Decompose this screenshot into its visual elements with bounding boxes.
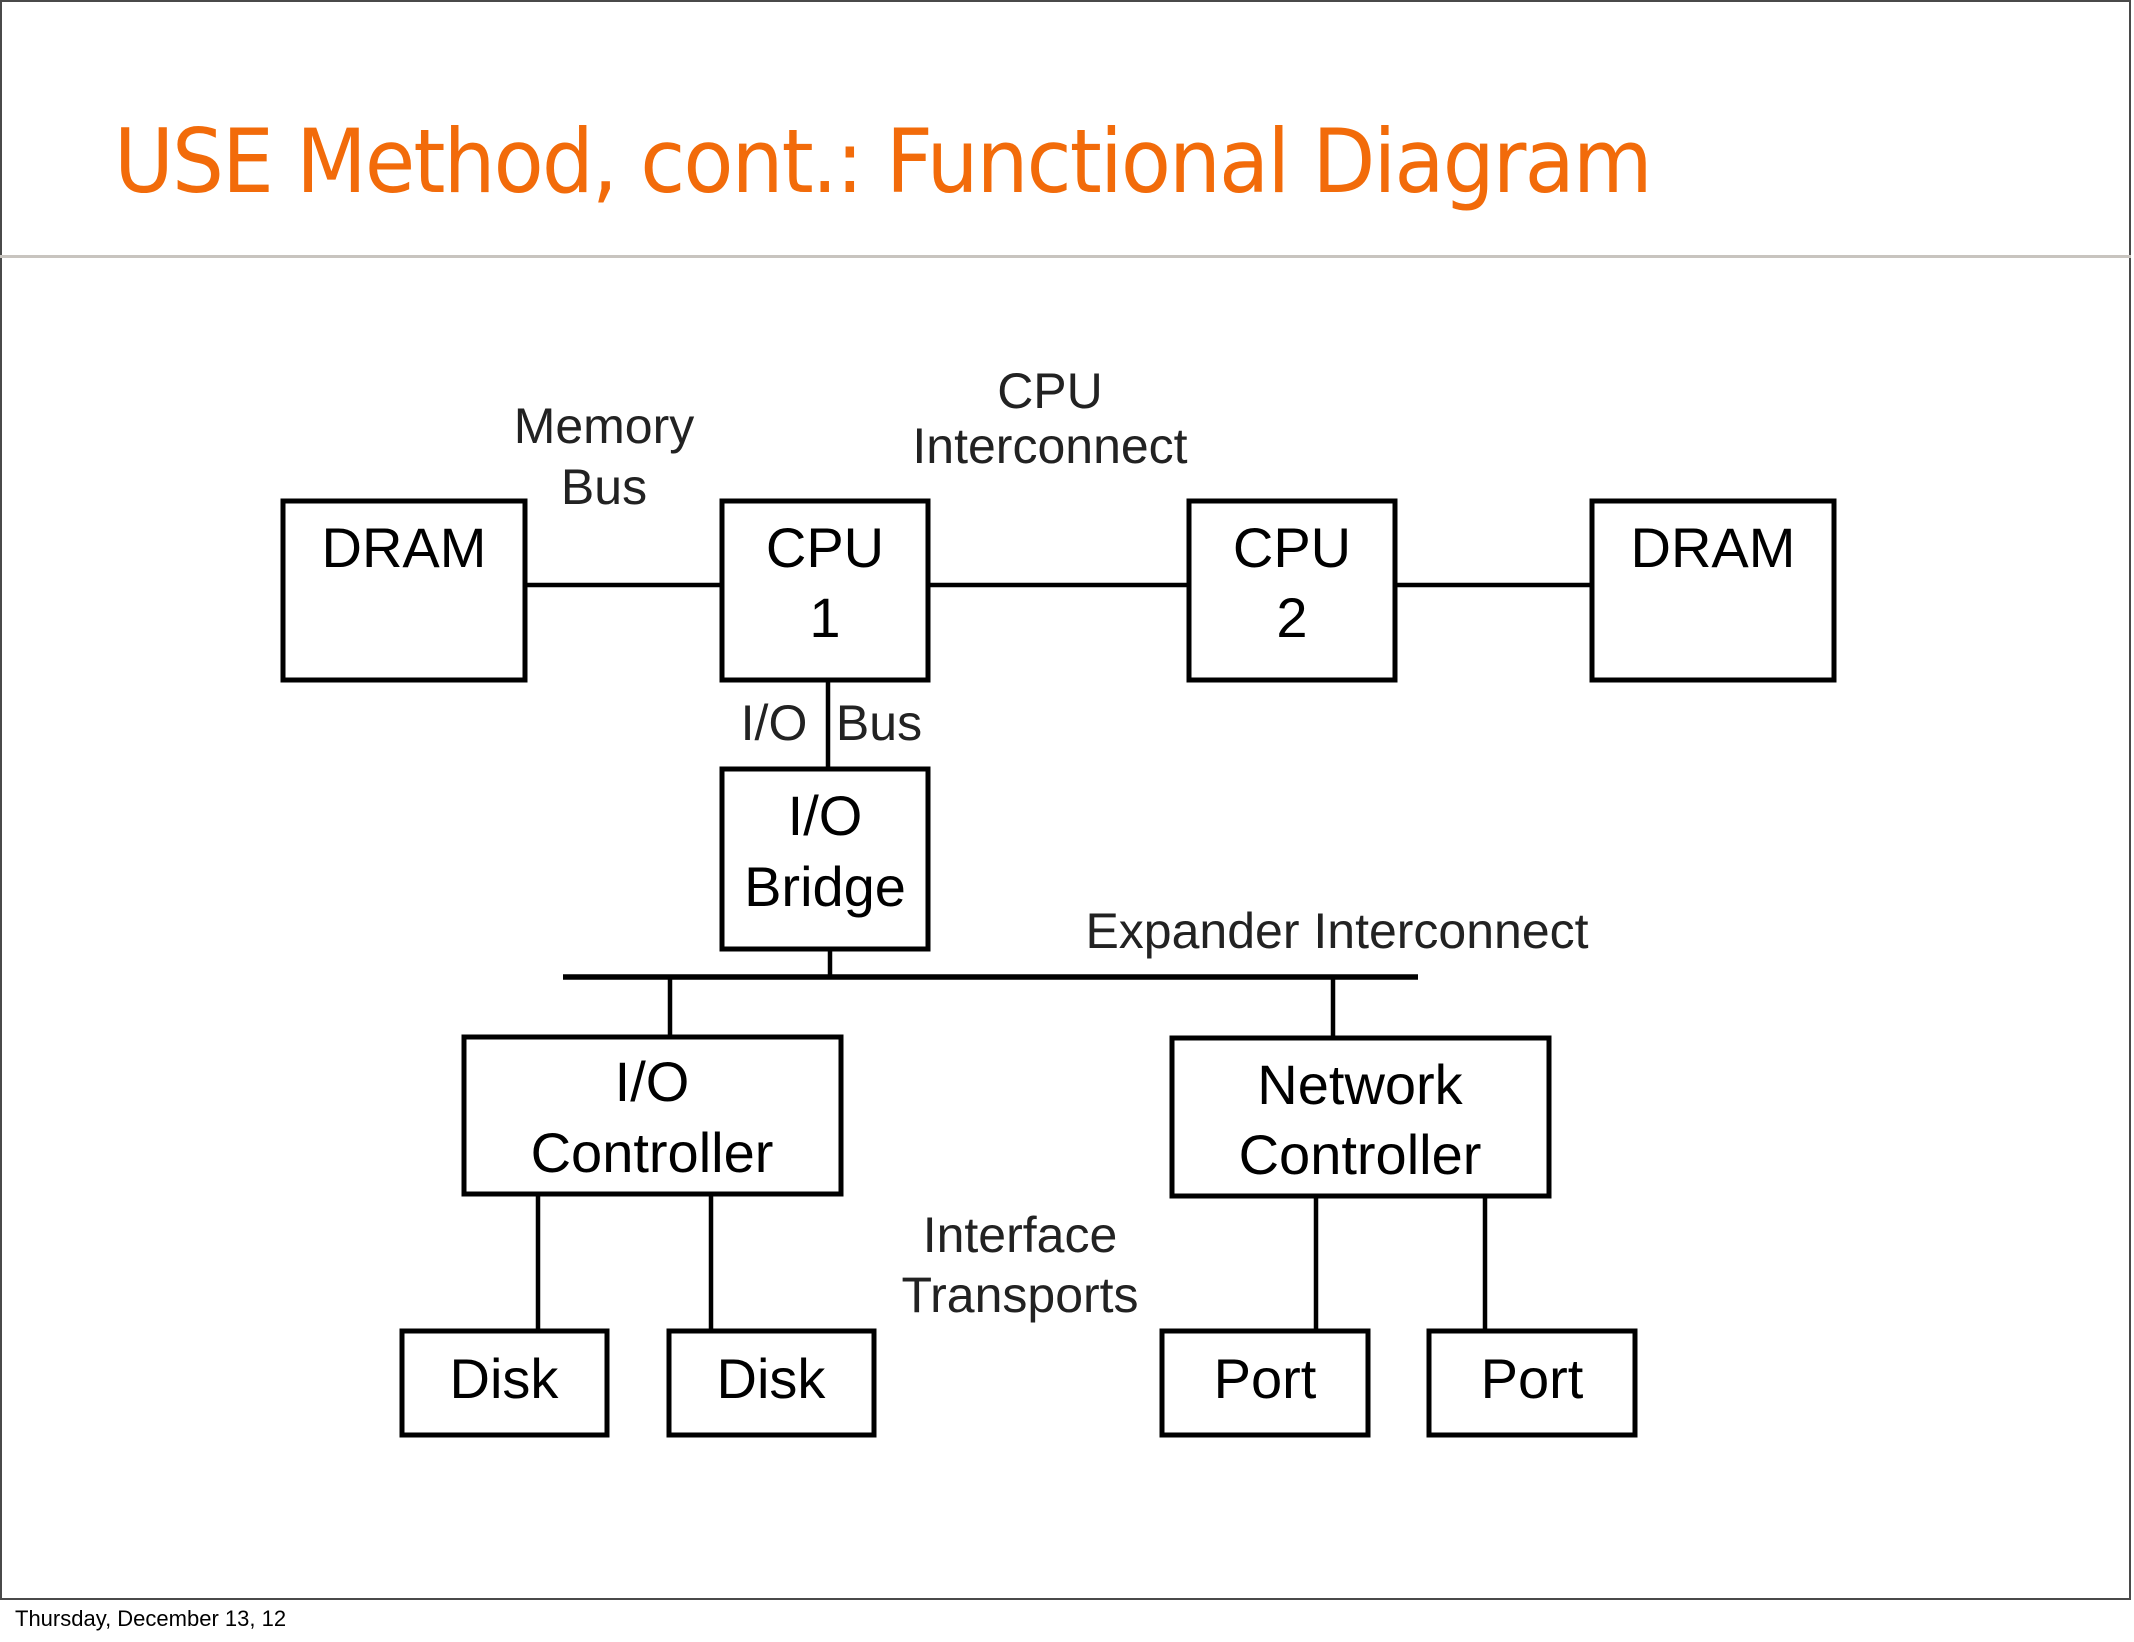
- disk2-box: Disk: [666, 1328, 877, 1438]
- network-controller-label-line2: Controller: [1239, 1123, 1482, 1186]
- io-controller-label-line1: I/O: [615, 1050, 690, 1113]
- network-controller-label-line1: Network: [1257, 1053, 1463, 1116]
- disk1-label: Disk: [450, 1347, 560, 1410]
- cpu1-label-line1: CPU: [766, 516, 884, 579]
- network-controller-box: Network Controller: [1169, 1035, 1552, 1199]
- cpu2-label-line2: 2: [1276, 586, 1307, 649]
- cpu-interconnect-label-line2: Interconnect: [912, 418, 1187, 474]
- interface-transports-label-line1: Interface: [923, 1207, 1118, 1263]
- io-bus-label-bus: Bus: [836, 695, 922, 751]
- port1-label: Port: [1214, 1347, 1317, 1410]
- io-bridge-label-line2: Bridge: [744, 855, 906, 918]
- interface-transports-label-line2: Transports: [901, 1267, 1138, 1323]
- dram-right-box: DRAM: [1589, 498, 1837, 683]
- memory-bus-label-line1: Memory: [514, 398, 695, 454]
- memory-bus-label-line2: Bus: [561, 459, 647, 515]
- cpu1-box: CPU 1: [719, 498, 931, 683]
- cpu1-label-line2: 1: [809, 586, 840, 649]
- cpu2-label-line1: CPU: [1233, 516, 1351, 579]
- title-separator: [0, 255, 2131, 258]
- disk2-label: Disk: [717, 1347, 827, 1410]
- port1-box: Port: [1159, 1328, 1371, 1438]
- io-bridge-box: I/O Bridge: [719, 766, 931, 952]
- slide-frame: [0, 0, 2131, 1600]
- io-controller-label-line2: Controller: [531, 1121, 774, 1184]
- disk1-box: Disk: [399, 1328, 610, 1438]
- port2-box: Port: [1426, 1328, 1638, 1438]
- cpu2-box: CPU 2: [1186, 498, 1398, 683]
- slide-title: USE Method, cont.: Functional Diagram: [114, 110, 1653, 213]
- dram-left-box: DRAM: [280, 498, 528, 683]
- io-bridge-label-line1: I/O: [788, 784, 863, 847]
- io-bus-label-io: I/O: [741, 695, 808, 751]
- expander-interconnect-label: Expander Interconnect: [1085, 903, 1588, 959]
- cpu-interconnect-label-line1: CPU: [997, 363, 1103, 419]
- dram-right-label: DRAM: [1631, 516, 1796, 579]
- footer-date: Thursday, December 13, 12: [15, 1606, 287, 1631]
- port2-label: Port: [1481, 1347, 1584, 1410]
- io-controller-box: I/O Controller: [461, 1034, 844, 1197]
- dram-left-label: DRAM: [322, 516, 487, 579]
